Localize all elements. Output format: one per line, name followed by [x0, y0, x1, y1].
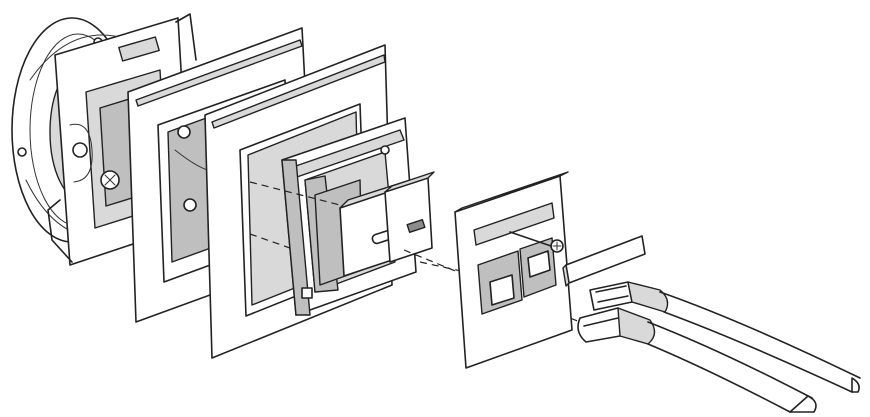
cover-plate: [454, 171, 573, 369]
usb-c-cable: [577, 307, 817, 413]
label-strip: [562, 235, 646, 287]
usb-socket-module: [281, 117, 435, 316]
usb-a-cable: [589, 281, 861, 393]
usb-a-port: [384, 171, 435, 263]
